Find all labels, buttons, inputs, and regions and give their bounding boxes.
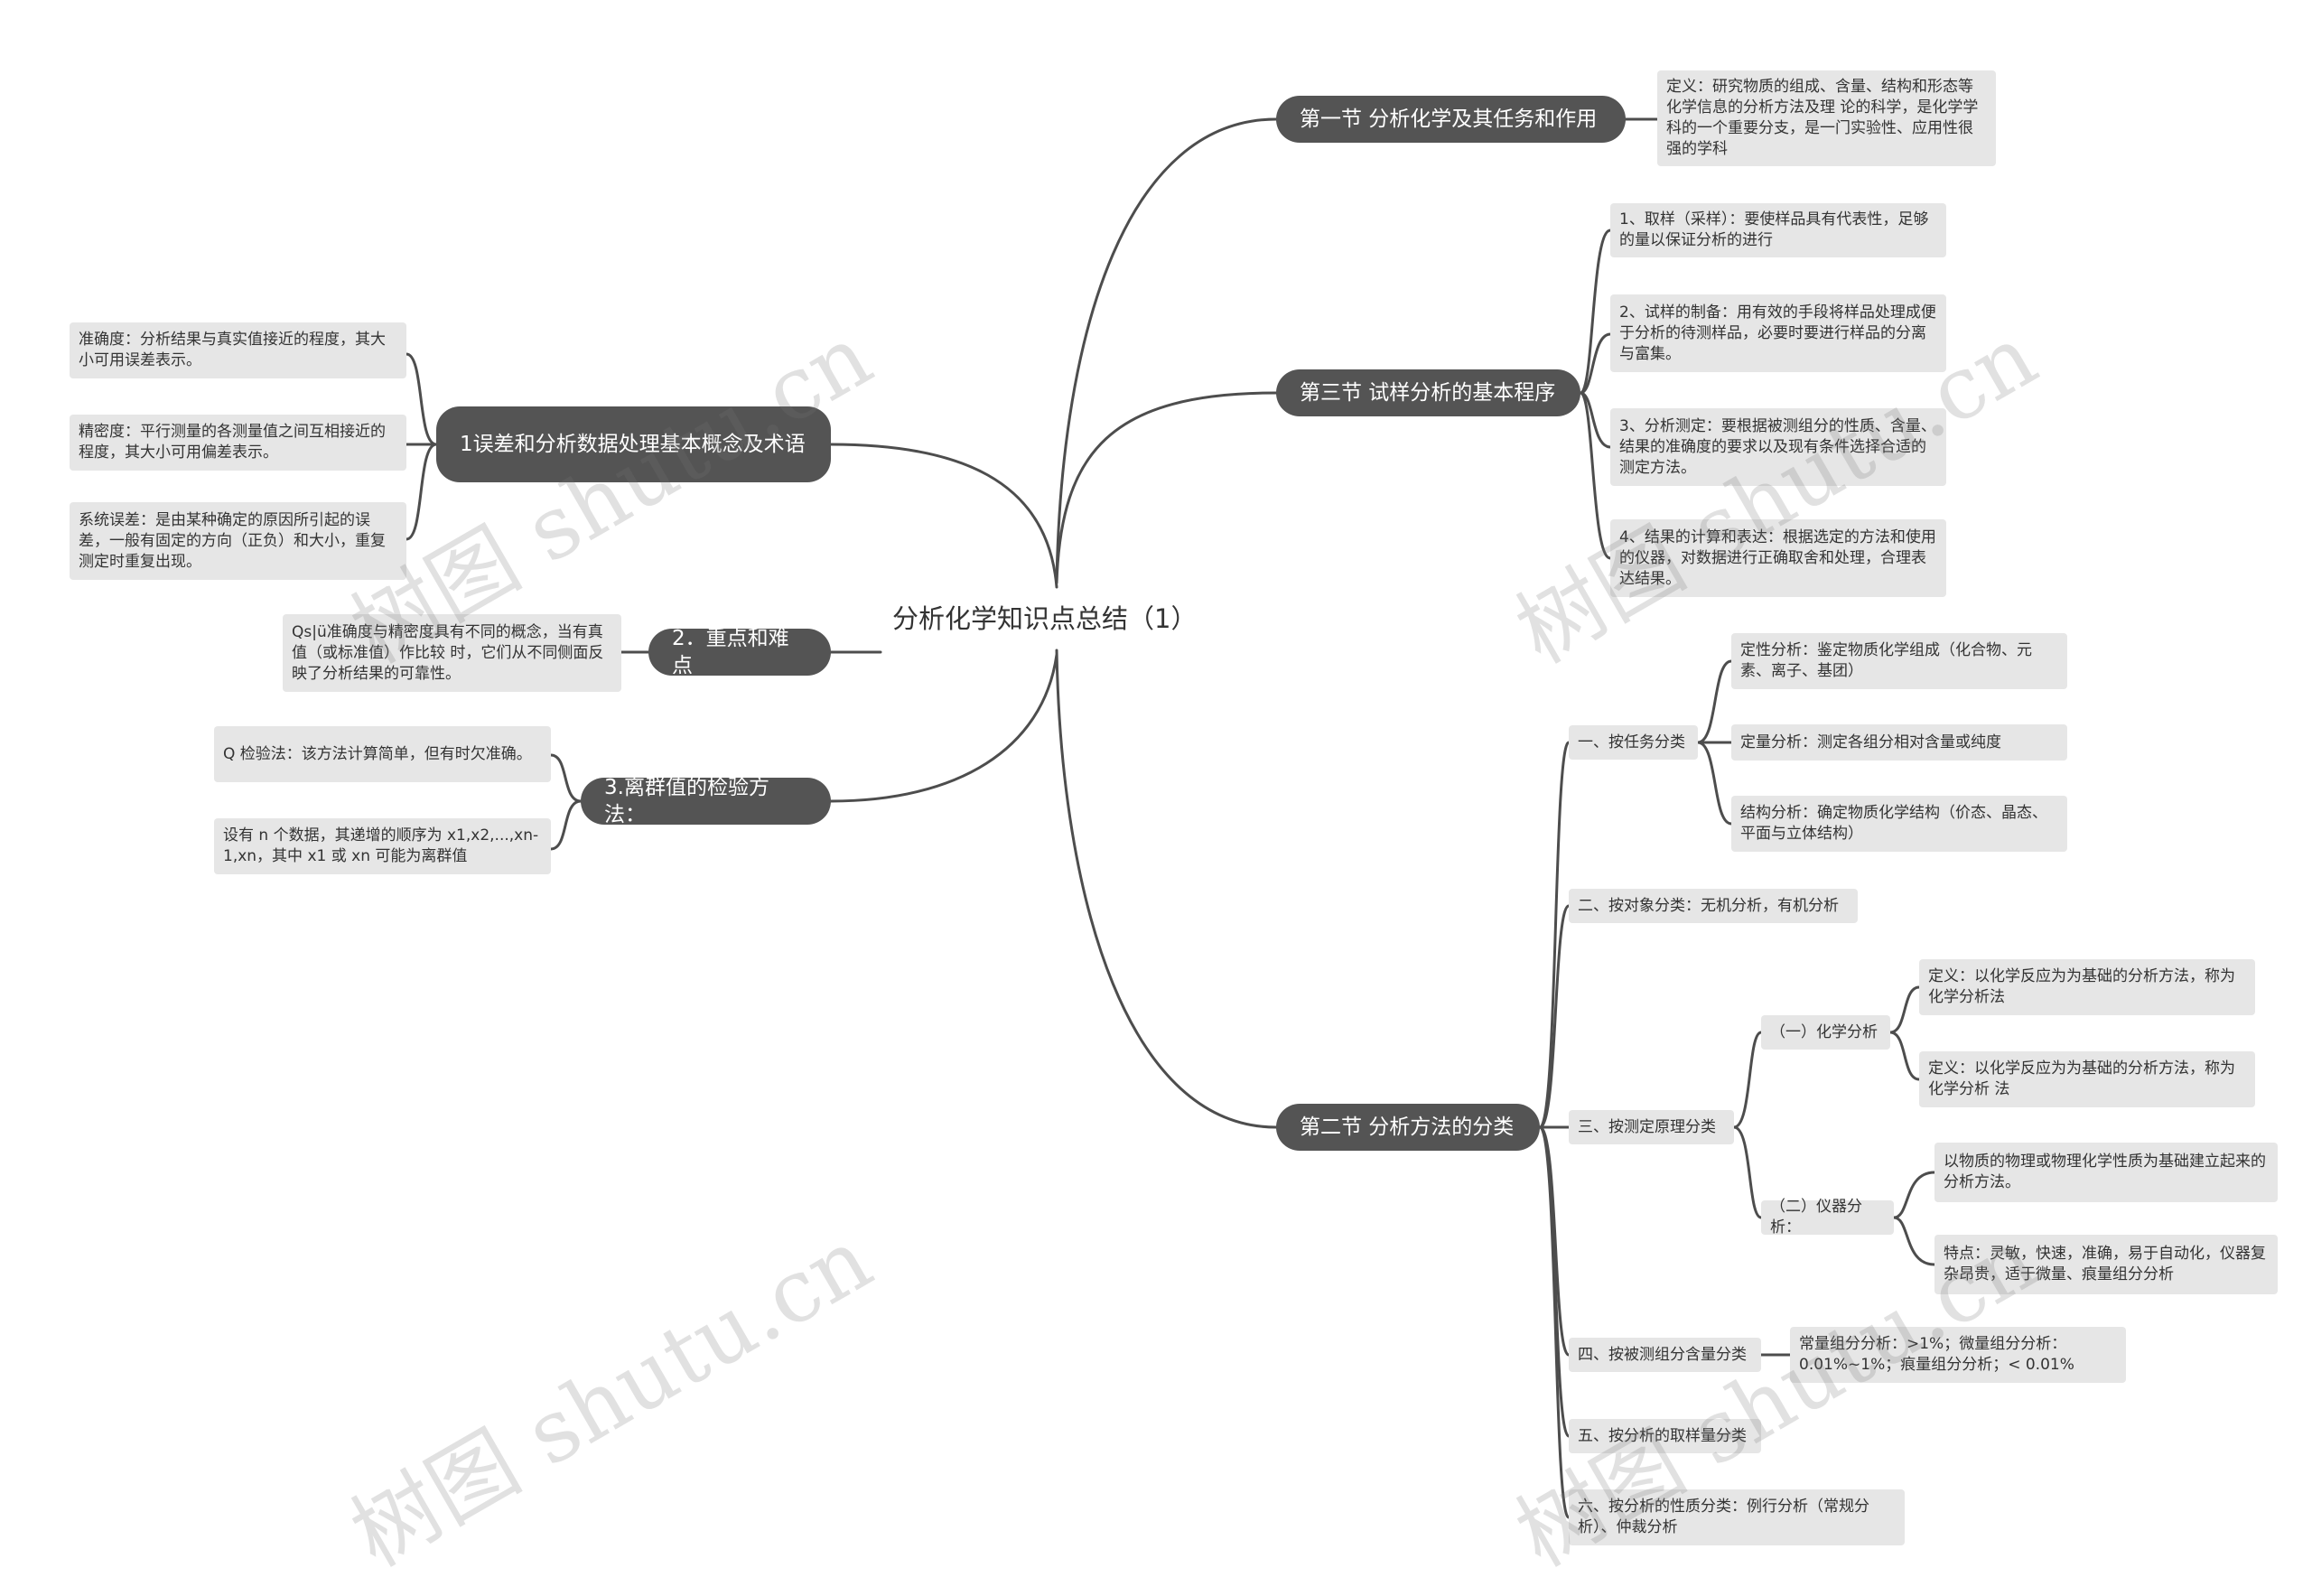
root-title: 分析化学知识点总结（1） [892, 603, 1198, 634]
leaf-chemical-definition-1: 定义：以化学反应为为基础的分析方法，称为化学分析法 [1919, 959, 2255, 1015]
sub-by-object[interactable]: 二、按对象分类：无机分析，有机分析 [1569, 889, 1858, 923]
link-root-errors [829, 443, 1058, 589]
leaf-data-sequence: 设有 n 个数据，其递增的顺序为 x1,x2,...,xn-1,xn，其中 x1… [214, 818, 551, 874]
link-root-sec1 [1055, 117, 1278, 584]
sub-chemical-analysis[interactable]: （一）化学分析 [1761, 1015, 1890, 1050]
link-root-outlier [829, 653, 1058, 803]
link-sec2-task [1538, 741, 1571, 1129]
branch-errors-terms[interactable]: 1误差和分析数据处理基本概念及术语 [436, 406, 831, 482]
leaf-systematic-error: 系统误差：是由某种确定的原因所引起的误差，一般有固定的方向（正负）和大小，重复测… [70, 502, 406, 580]
sub-by-task[interactable]: 一、按任务分类 [1569, 725, 1698, 760]
link-chem-item2 [1888, 1031, 1921, 1081]
link-sec3-leaf4 [1579, 391, 1612, 560]
leaf-q-test: Q 检验法：该方法计算简单，但有时欠准确。 [214, 726, 551, 782]
leaf-section-3-step-1: 1、取样（采样）：要使样品具有代表性，足够的量以保证分析的进行 [1610, 203, 1946, 257]
sub-by-nature[interactable]: 六、按分析的性质分类：例行分析（常规分析）、仲裁分析 [1569, 1489, 1905, 1545]
link-instr-item2 [1892, 1216, 1936, 1266]
leaf-chemical-definition-2: 定义：以化学反应为为基础的分析方法，称为化学分析 法 [1919, 1051, 2255, 1107]
link-outlier-leaf1 [549, 753, 583, 803]
link-chem-item1 [1888, 985, 1921, 1034]
leaf-precision: 精密度：平行测量的各测量值之间互相接近的程度，其大小可用偏差表示。 [70, 415, 406, 471]
sub-by-principle[interactable]: 三、按测定原理分类 [1569, 1110, 1734, 1144]
leaf-instrumental-features: 特点：灵敏，快速，准确，易于自动化，仪器复杂昂贵，适于微量、痕量组分分析 [1934, 1235, 2278, 1294]
leaf-section-1-definition: 定义：研究物质的组成、含量、结构和形态等化学信息的分析方法及理 论的科学，是化学… [1657, 70, 1996, 166]
link-root-sec3 [1055, 391, 1278, 584]
link-errors-leaf3 [405, 443, 438, 541]
leaf-key-points: Qs|ü准确度与精密度具有不同的概念，当有真值（或标准值）作比较 时，它们从不同… [283, 614, 621, 692]
link-errors-leaf1 [405, 352, 438, 446]
leaf-content-levels: 常量组分分析：>1%；微量组分分析：0.01%~1%；痕量组分分析；< 0.01… [1790, 1327, 2126, 1383]
link-sec3-leaf2 [1579, 332, 1612, 395]
link-principle-chem [1732, 1031, 1763, 1129]
sub-instrumental-analysis[interactable]: （二）仪器分析： [1761, 1198, 1894, 1237]
link-task-struct [1696, 741, 1733, 826]
leaf-section-3-step-2: 2、试样的制备：用有效的手段将样品处理成便于分析的待测样品，必要时要进行样品的分… [1610, 294, 1946, 372]
link-instr-item1 [1892, 1171, 1936, 1219]
leaf-instrumental-definition: 以物质的物理或物理化学性质为基础建立起来的分析方法。 [1934, 1143, 2278, 1202]
leaf-qualitative-analysis: 定性分析：鉴定物质化学组成（化合物、元素、离子、基团） [1731, 633, 2067, 689]
link-outlier-leaf2 [549, 799, 583, 851]
leaf-section-3-step-4: 4、结果的计算和表达：根据选定的方法和使用的仪器，对数据进行正确取舍和处理，合理… [1610, 519, 1946, 597]
branch-key-points[interactable]: 2．重点和难点 [648, 627, 831, 677]
branch-section-3[interactable]: 第三节 试样分析的基本程序 [1276, 369, 1580, 416]
link-sec2-object [1538, 904, 1571, 1129]
branch-section-2[interactable]: 第二节 分析方法的分类 [1276, 1104, 1540, 1151]
leaf-quantitative-analysis: 定量分析：测定各组分相对含量或纯度 [1731, 724, 2067, 761]
branch-section-1[interactable]: 第一节 分析化学及其任务和作用 [1276, 96, 1626, 143]
link-sec3-leaf3 [1579, 391, 1612, 449]
sub-by-sample-amount[interactable]: 五、按分析的取样量分类 [1569, 1419, 1761, 1453]
link-root-sec2 [1055, 649, 1278, 1129]
leaf-structural-analysis: 结构分析：确定物质化学结构（价态、晶态、平面与立体结构） [1731, 796, 2067, 852]
branch-outlier-test[interactable]: 3.离群值的检验方法： [581, 776, 831, 826]
link-principle-instr [1732, 1125, 1763, 1219]
leaf-accuracy: 准确度：分析结果与真实值接近的程度，其大小可用误差表示。 [70, 322, 406, 378]
link-sec3-leaf1 [1579, 229, 1612, 395]
link-task-qual [1696, 659, 1733, 744]
leaf-section-3-step-3: 3、分析测定：要根据被测组分的性质、含量、结果的准确度的要求以及现有条件选择合适… [1610, 408, 1946, 486]
link-sec2-nature [1538, 1125, 1571, 1519]
sub-by-content[interactable]: 四、按被测组分含量分类 [1569, 1338, 1761, 1372]
